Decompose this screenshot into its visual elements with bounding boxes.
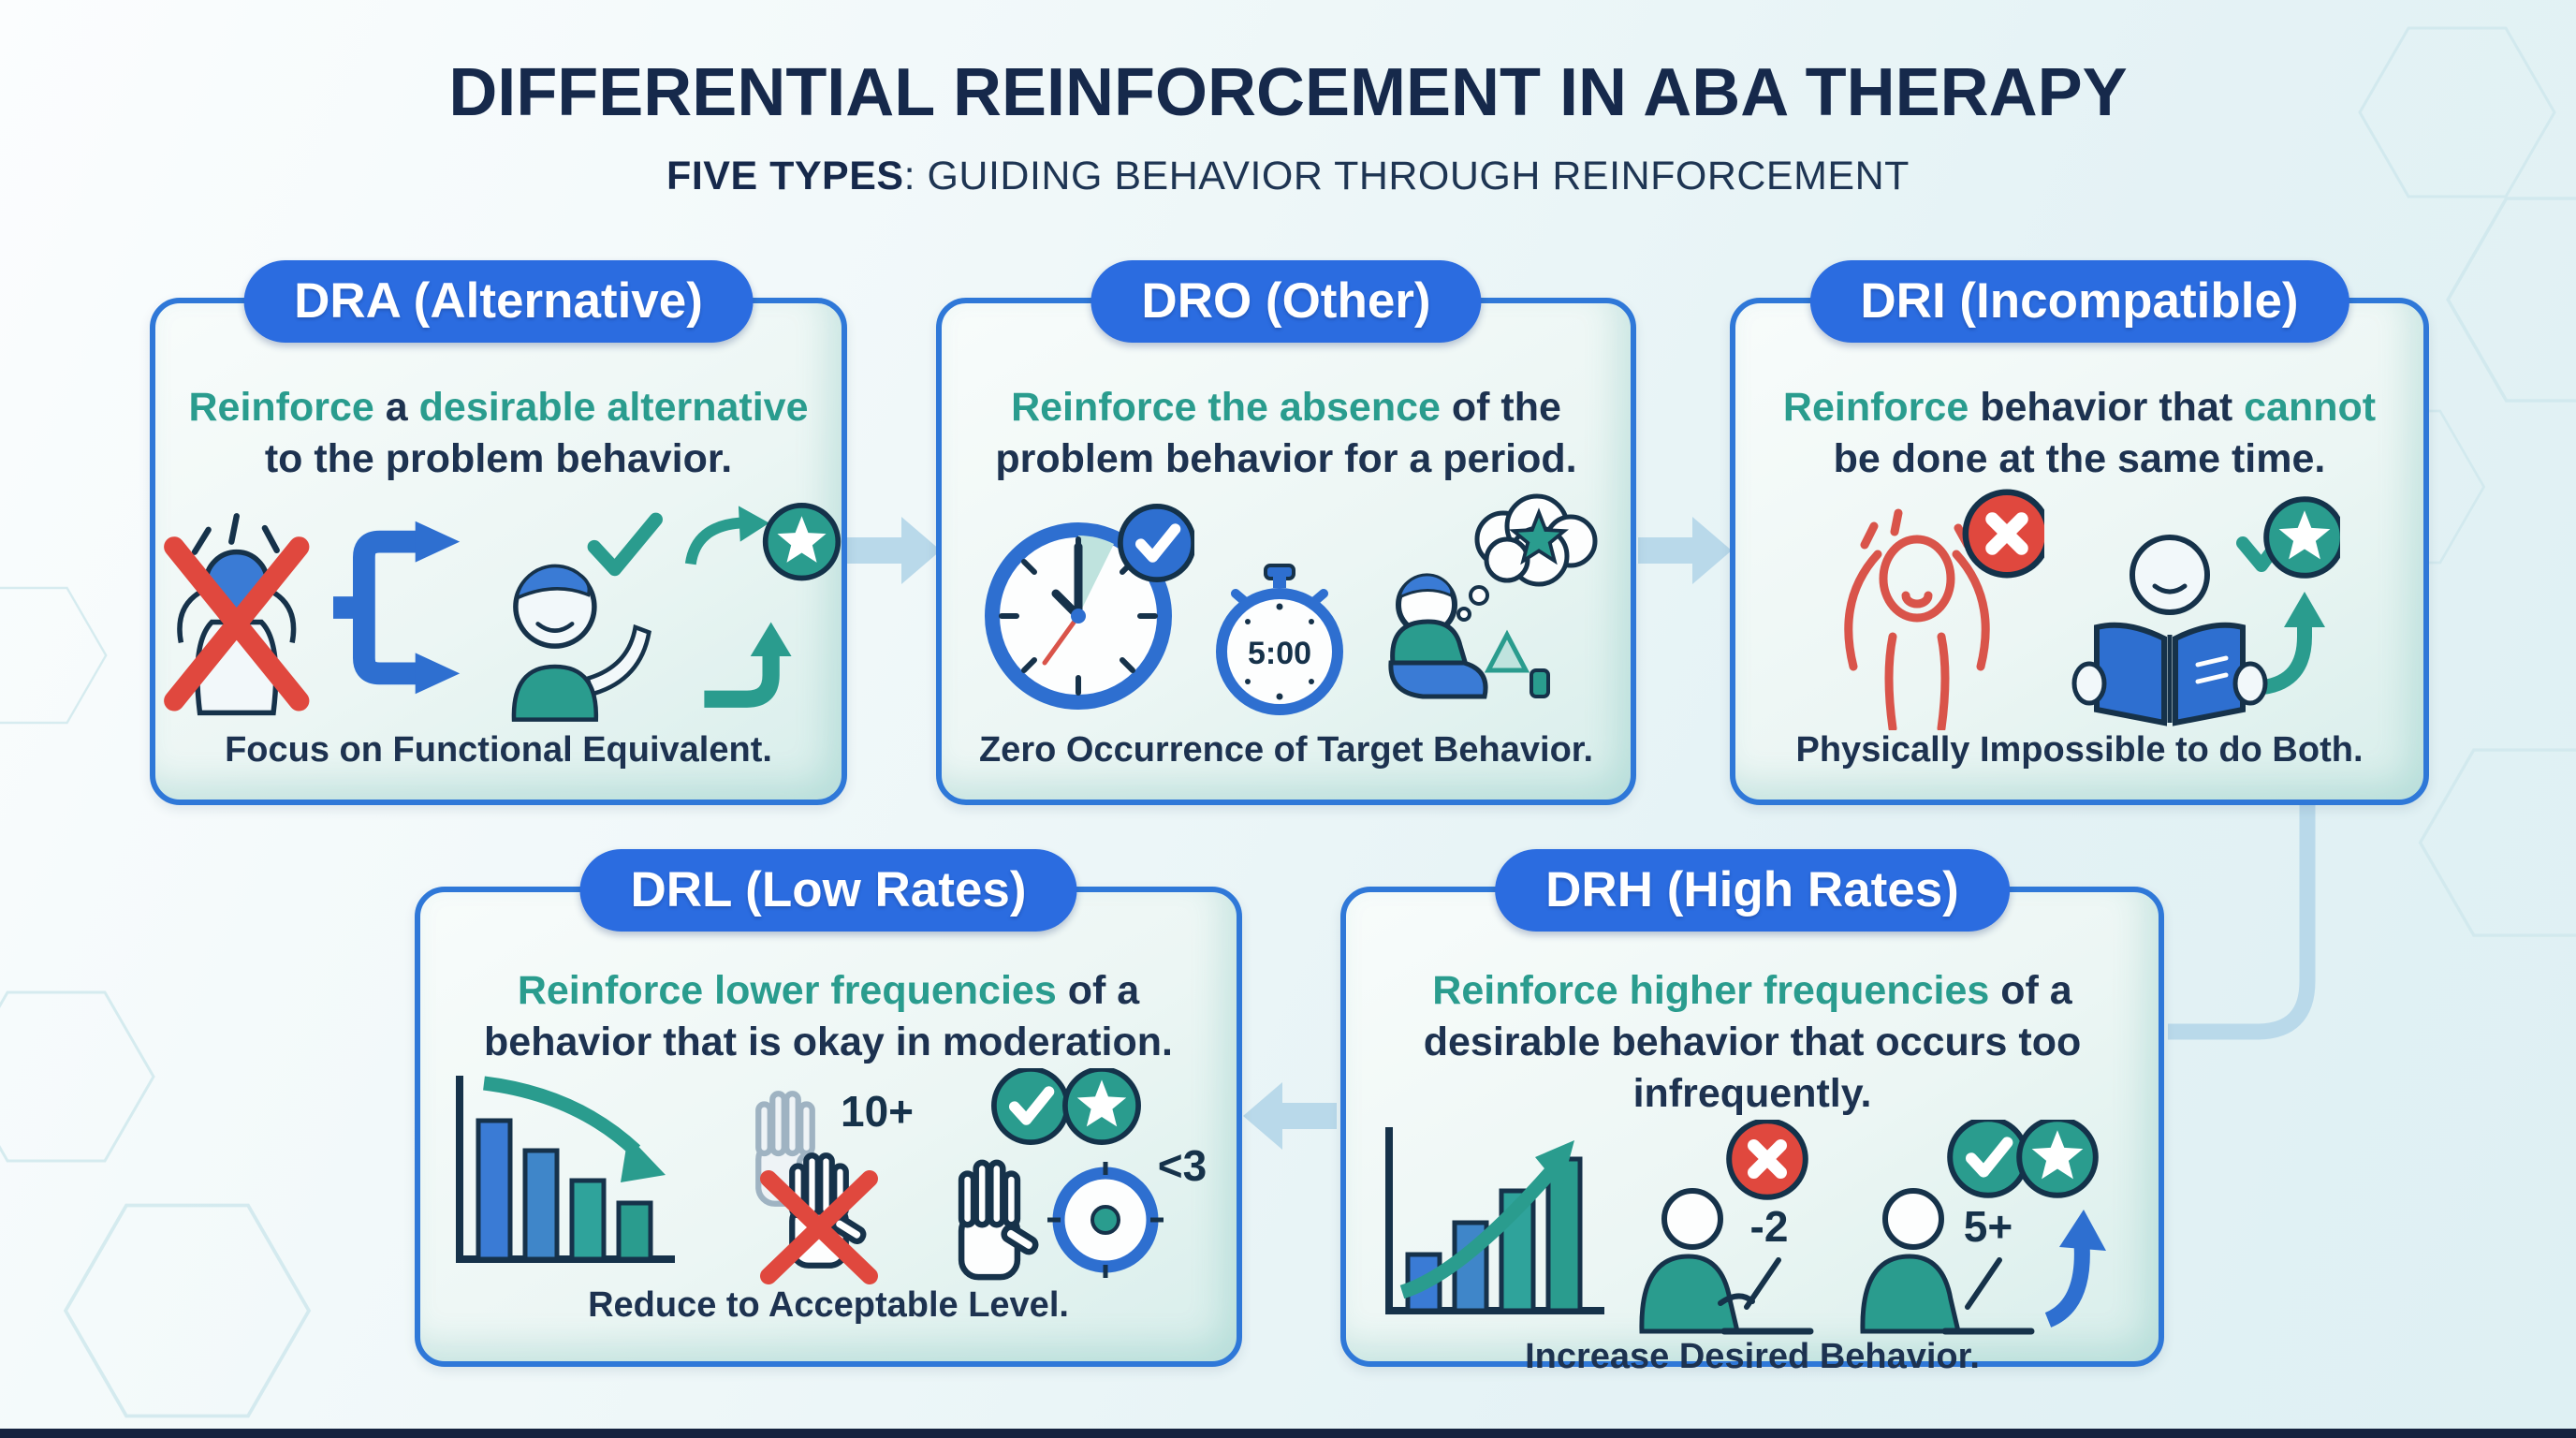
card-drh-header-pill: DRH (High Rates) — [1495, 849, 2010, 932]
clock-check-icon — [985, 485, 1194, 711]
hands-crossed-x-icon: 10+ — [697, 1087, 914, 1285]
card-dro-description: Reinforce the absence of the problem beh… — [995, 385, 1577, 482]
card-dri-header-pill: DRI (Incompatible) — [1809, 260, 2349, 343]
card-dro: DRO (Other) Reinforce the absence of the… — [936, 260, 1636, 805]
card-drh: DRH (High Rates) Reinforce higher freque… — [1340, 849, 2164, 1376]
subtitle-rest: GUIDING BEHAVIOR THROUGH REINFORCEMENT — [927, 154, 1910, 198]
declining-bar-chart-icon — [456, 1076, 675, 1264]
card-drh-header-label: DRH (High Rates) — [1545, 862, 1959, 917]
reading-book-check-star-icon — [2071, 485, 2340, 726]
hand-target-icon: <3 — [941, 1068, 1207, 1285]
target-count-label: <3 — [1158, 1141, 1207, 1190]
screaming-person-x-icon — [1843, 485, 2044, 731]
card-drl-header-label: DRL (Low Rates) — [630, 862, 1027, 917]
card-dra: DRA (Alternative) Reinforce a desirable … — [150, 260, 847, 805]
card-dri-description: Reinforce behavior that cannot be done a… — [1782, 385, 2388, 482]
flow-elbow-dri-to-drh — [2168, 805, 2316, 1040]
child-waving-check-icon — [511, 512, 663, 722]
blue-up-arrow-icon — [2044, 1210, 2106, 1328]
star-badge-up-arrow-icon — [685, 485, 842, 708]
card-dra-header-pill: DRA (Alternative) — [243, 260, 754, 343]
card-drl-icons: 10+ <3 — [420, 1068, 1237, 1285]
card-dra-caption: Focus on Functional Equivalent. — [225, 730, 772, 770]
bottom-edge-bar — [0, 1429, 2576, 1438]
crossed-out-tantrum-icon — [164, 513, 310, 716]
flow-arrow-dra-to-dro — [847, 517, 941, 584]
card-dra-icons — [155, 485, 842, 730]
flow-arrow-dro-to-dri — [1638, 517, 1732, 584]
card-dro-header-label: DRO (Other) — [1141, 273, 1431, 329]
card-drl: DRL (Low Rates) Reinforce lower frequenc… — [415, 849, 1242, 1367]
page-subtitle: FIVE TYPES: GUIDING BEHAVIOR THROUGH REI… — [0, 154, 2576, 199]
subtitle-separator: : — [903, 154, 928, 198]
person-laptop-x-icon: -2 — [1639, 1120, 1814, 1335]
card-drl-description: Reinforce lower frequencies of a behavio… — [484, 968, 1173, 1065]
card-dri: DRI (Incompatible) Reinforce behavior th… — [1730, 260, 2429, 805]
high-count-label: 5+ — [1964, 1202, 2012, 1251]
stopwatch-icon: 5:00 — [1216, 564, 1343, 716]
flow-arrow-drh-to-drl — [1243, 1082, 1337, 1150]
low-count-label: -2 — [1750, 1202, 1789, 1251]
card-drh-icons: -2 5+ — [1346, 1120, 2159, 1337]
card-drl-caption: Reduce to Acceptable Level. — [588, 1285, 1069, 1326]
rising-bar-chart-icon — [1385, 1127, 1604, 1315]
subtitle-prefix: FIVE TYPES — [666, 154, 904, 198]
card-drl-header-pill: DRL (Low Rates) — [579, 849, 1077, 932]
card-dri-icons — [1735, 485, 2423, 731]
branching-arrows-icon — [332, 521, 460, 695]
person-laptop-check-star-icon: 5+ — [1860, 1120, 2106, 1335]
stopwatch-time-label: 5:00 — [1248, 636, 1311, 671]
card-drh-description: Reinforce higher frequencies of a desira… — [1423, 968, 2093, 1117]
card-dri-caption: Physically Impossible to do Both. — [1795, 730, 2364, 770]
card-dri-header-label: DRI (Incompatible) — [1860, 273, 2299, 329]
page-title: DIFFERENTIAL REINFORCEMENT IN ABA THERAP… — [448, 55, 2128, 130]
card-dra-header-label: DRA (Alternative) — [294, 273, 703, 329]
card-drh-caption: Increase Desired Behavior. — [1525, 1337, 1980, 1377]
card-dro-icons: 5:00 — [942, 485, 1631, 730]
header: DIFFERENTIAL REINFORCEMENT IN ABA THERAP… — [0, 54, 2576, 199]
card-dro-header-pill: DRO (Other) — [1090, 260, 1482, 343]
child-thinking-star-icon — [1388, 493, 1598, 699]
card-dro-caption: Zero Occurrence of Target Behavior. — [978, 730, 1594, 770]
card-dra-description: Reinforce a desirable alternative to the… — [188, 385, 820, 482]
check-star-badges-icon — [994, 1069, 1138, 1142]
high-count-label: 10+ — [841, 1087, 914, 1136]
